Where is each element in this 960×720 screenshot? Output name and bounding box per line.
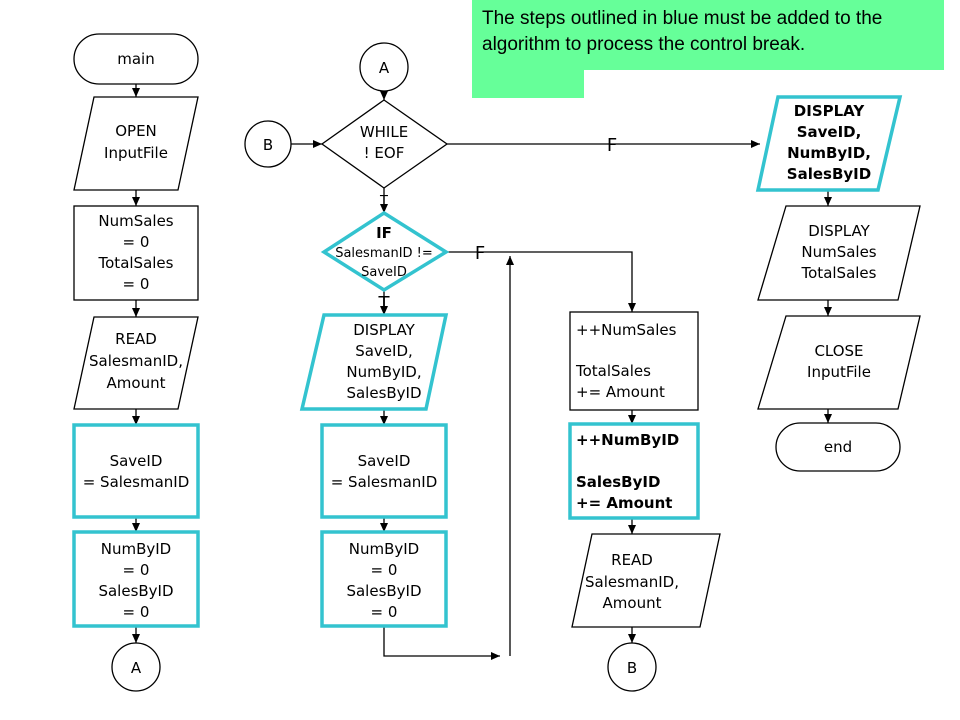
io-display-byid-final xyxy=(755,95,903,192)
reset2-line-4: = 0 xyxy=(371,603,398,621)
decision-if-id-changed xyxy=(320,210,450,293)
read2-line-3: Amount xyxy=(603,594,662,612)
while-false-label: F xyxy=(607,135,617,156)
io-read-record xyxy=(73,316,199,410)
display-totals-line-3: TotalSales xyxy=(801,264,877,282)
flow-line xyxy=(383,626,500,660)
io-read-record-2 xyxy=(571,533,721,628)
instruction-note: The steps outlined in blue must be added… xyxy=(472,0,944,70)
reset-line-2: = 0 xyxy=(123,561,150,579)
process-save-id xyxy=(72,423,200,519)
process-reset-byid xyxy=(72,530,200,628)
flow-lines xyxy=(132,84,832,660)
display-line-2: SaveID, xyxy=(355,342,413,360)
process-update-totals xyxy=(569,311,699,411)
read-line-3: Amount xyxy=(107,374,166,392)
update-line-3: TotalSales xyxy=(575,362,651,380)
read2-line-2: SalesmanID, xyxy=(585,573,679,591)
while-true-label: T xyxy=(379,194,388,209)
end-label: end xyxy=(824,438,852,456)
display-final-line-4: SalesByID xyxy=(787,165,871,183)
close-line-2: InputFile xyxy=(807,363,871,381)
connector-a-top-label: A xyxy=(379,59,390,77)
connector-a-bottom xyxy=(111,642,161,692)
init-line-4: = 0 xyxy=(123,275,150,293)
read-line-1: READ xyxy=(115,330,157,348)
read2-line-1: READ xyxy=(611,551,653,569)
save-line-2: = SalesmanID xyxy=(83,473,190,491)
init-line-2: = 0 xyxy=(123,233,150,251)
io-open-inputfile xyxy=(73,96,199,191)
if-line-1: IF xyxy=(376,224,392,242)
read-line-2: SalesmanID, xyxy=(89,352,183,370)
process-init-totals xyxy=(73,205,199,301)
update-byid-line-4: += Amount xyxy=(576,494,672,512)
reset2-line-3: SalesByID xyxy=(346,582,421,600)
io-display-totals xyxy=(757,205,921,301)
io-display-byid xyxy=(299,313,449,411)
update-line-4: += Amount xyxy=(576,383,665,401)
terminal-main xyxy=(73,33,199,85)
if-false-label: F xyxy=(475,243,485,264)
display-final-line-3: NumByID, xyxy=(787,144,871,162)
main-label: main xyxy=(117,50,154,68)
reset-line-4: = 0 xyxy=(123,603,150,621)
process-update-byid xyxy=(568,422,700,520)
connector-b-bottom xyxy=(607,642,657,692)
display-totals-line-1: DISPLAY xyxy=(808,222,870,240)
process-save-id-2 xyxy=(320,423,448,519)
connector-b-left-label: B xyxy=(263,136,273,154)
decision-while-eof xyxy=(320,99,449,189)
while-line-2: ! EOF xyxy=(364,144,405,162)
connector-a-top xyxy=(359,42,409,92)
update-byid-line-3: SalesByID xyxy=(576,473,660,491)
save-line-1: SaveID xyxy=(110,452,163,470)
reset-line-1: NumByID xyxy=(101,540,171,558)
display-line-3: NumByID, xyxy=(346,363,421,381)
connector-a-label: A xyxy=(131,659,142,677)
display-line-4: SalesByID xyxy=(346,384,421,402)
while-line-1: WHILE xyxy=(360,123,408,141)
save2-line-1: SaveID xyxy=(358,452,411,470)
reset2-line-2: = 0 xyxy=(371,561,398,579)
update-byid-line-1: ++NumByID xyxy=(576,431,679,449)
update-line-1: ++NumSales xyxy=(576,321,677,339)
reset2-line-1: NumByID xyxy=(349,540,419,558)
process-reset-byid-2 xyxy=(320,530,448,628)
open-line-1: OPEN xyxy=(115,122,157,140)
connector-b-left xyxy=(244,120,292,168)
display-final-line-1: DISPLAY xyxy=(794,102,866,120)
init-line-3: TotalSales xyxy=(98,254,174,272)
if-line-2: SalesmanID != xyxy=(335,246,433,261)
flow-line xyxy=(446,251,636,312)
save2-line-2: = SalesmanID xyxy=(331,473,438,491)
open-line-2: InputFile xyxy=(104,144,168,162)
io-close-inputfile xyxy=(757,315,921,410)
close-line-1: CLOSE xyxy=(814,342,863,360)
display-line-1: DISPLAY xyxy=(353,321,415,339)
if-line-3: SaveID xyxy=(361,265,407,280)
init-line-1: NumSales xyxy=(98,212,173,230)
display-final-line-2: SaveID, xyxy=(797,123,862,141)
display-totals-line-2: NumSales xyxy=(801,243,876,261)
note-callout-tail xyxy=(472,70,584,98)
connector-b-label: B xyxy=(627,659,637,677)
terminal-end xyxy=(775,422,901,472)
if-true-label: T xyxy=(378,293,391,314)
reset-line-3: SalesByID xyxy=(98,582,173,600)
